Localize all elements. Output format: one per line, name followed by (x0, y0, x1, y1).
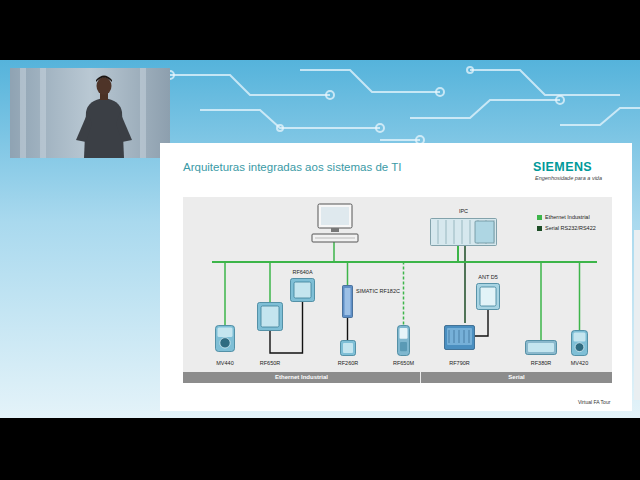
device-node: MV440 (215, 325, 235, 367)
slim-symbol (342, 285, 353, 318)
device-node: MV420 (570, 330, 589, 367)
device-label: MV420 (570, 360, 589, 367)
device-node: SIMATIC RF182C (342, 285, 401, 318)
device-icon (525, 340, 557, 355)
device-label: RF640A (291, 269, 313, 276)
presenter-video (10, 68, 170, 158)
device-node: RF380R (525, 340, 557, 367)
device-label: MV440 (215, 360, 234, 367)
device-node: RF650R (257, 302, 283, 367)
device-label: RF650M (392, 360, 415, 367)
device-icon (340, 340, 356, 356)
section-bar-label: Ethernet Industrial (183, 372, 420, 383)
slide-title: Arquiteturas integradas aos sistemas de … (183, 161, 401, 173)
label-box: Ethernet Industrial (183, 372, 420, 383)
camera-symbol (215, 325, 235, 352)
device-icon (215, 325, 235, 352)
device-icon (430, 218, 497, 246)
pc-drop-line (333, 242, 335, 262)
label-box: Serial (421, 372, 612, 383)
device-node: IPC (430, 208, 497, 246)
ethernet-bar (183, 372, 420, 383)
footer-note: Virtual FA Tour (578, 399, 628, 405)
device-label: RF790R (448, 360, 470, 367)
legend-swatch (537, 215, 542, 220)
legend-swatch (537, 226, 542, 231)
small-symbol (340, 340, 356, 356)
legend-row: Serial RS232/RS422 (537, 225, 596, 232)
antenna-symbol (476, 283, 500, 310)
device-icon (397, 325, 410, 356)
ipc-symbol (430, 218, 497, 246)
device-node: RF790R (444, 323, 475, 367)
pc-symbol (312, 204, 358, 242)
diagram-panel (183, 197, 612, 383)
label-box: SIEMENS (533, 160, 593, 174)
device-label: IPC (458, 208, 469, 215)
circuit-pattern (166, 67, 640, 144)
device-label: SIMATIC RF182C (355, 288, 401, 295)
serial-bar (421, 372, 612, 383)
device-label: RF380R (530, 360, 552, 367)
network-link (270, 246, 458, 302)
device-node: ANT D5 (476, 274, 500, 310)
flat-symbol (525, 340, 557, 355)
device-node: RF650M (392, 325, 415, 367)
section-bar-label: Serial (421, 372, 612, 383)
network-link (404, 246, 459, 325)
network-link (464, 246, 466, 323)
reader-symbol (257, 302, 283, 331)
device-cable (475, 310, 488, 336)
device-label: RF650R (259, 360, 281, 367)
device-label: ANT D5 (477, 274, 498, 281)
side-panel (634, 230, 640, 400)
slide (160, 143, 632, 411)
camera-symbol (571, 330, 588, 356)
legend-text: Serial RS232/RS422 (545, 225, 596, 232)
device-label: RF260R (337, 360, 359, 367)
device-icon (342, 285, 353, 318)
device-cable (347, 318, 348, 340)
brand-tagline: Engenhosidade para a vida (535, 175, 615, 181)
brand-logo: SIEMENS (533, 160, 593, 174)
handheld-symbol (397, 325, 410, 356)
device-icon (257, 302, 283, 331)
device-icon (571, 330, 588, 356)
legend-text: Ethernet Industrial (545, 214, 590, 221)
device-node: RF640A (290, 269, 315, 302)
box-symbol (444, 323, 475, 350)
label-box: Engenhosidade para a vida (535, 175, 615, 181)
label-box: Virtual FA Tour (578, 399, 628, 405)
device-node: RF260R (337, 340, 359, 367)
reader-symbol (290, 278, 315, 302)
slide-title-box: Arquiteturas integradas aos sistemas de … (183, 161, 401, 173)
device-icon (290, 278, 315, 302)
network-link (458, 246, 580, 330)
device-icon (444, 323, 475, 350)
device-icon (476, 283, 500, 310)
legend-row: Ethernet Industrial (537, 214, 590, 221)
backdrop (0, 60, 640, 418)
